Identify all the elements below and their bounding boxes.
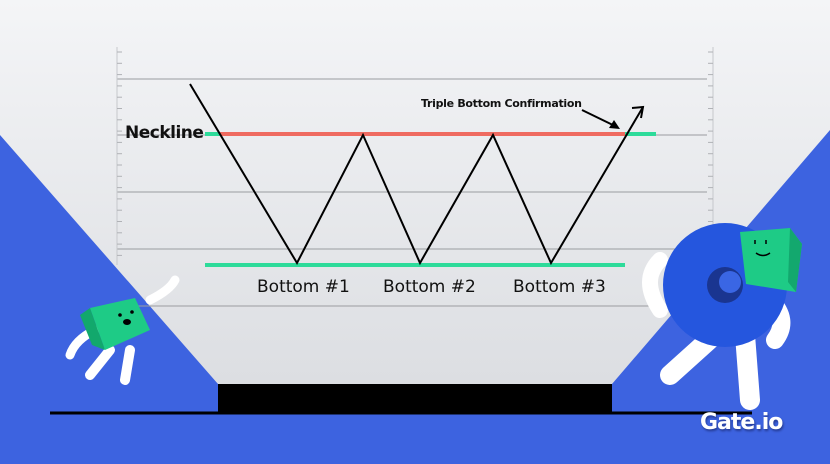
confirmation-arrowhead: [609, 120, 620, 129]
stage-block: [218, 384, 612, 412]
confirmation-arrow: [581, 109, 618, 128]
left-mascot: [65, 275, 180, 385]
right-mascot: [642, 223, 802, 410]
breakout-arrowhead: [631, 105, 645, 119]
neckline-label: Neckline: [125, 123, 204, 143]
bottom-3-label: Bottom #3: [513, 277, 606, 297]
bottom-1-label: Bottom #1: [257, 277, 350, 297]
bottom-2-label: Bottom #2: [383, 277, 476, 297]
axis-ticks: [117, 51, 713, 256]
gate-io-logo: Gate.io: [700, 410, 783, 435]
confirmation-label: Triple Bottom Confirmation: [421, 97, 582, 110]
price-path: [189, 83, 644, 266]
